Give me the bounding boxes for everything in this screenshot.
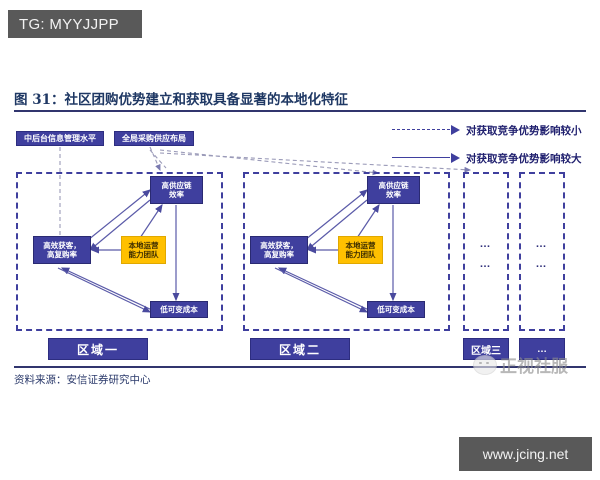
title-divider (14, 110, 586, 112)
figure-source: 资料来源：安信证券研究中心 (14, 374, 151, 386)
region-frame-3 (463, 172, 509, 331)
solid-arrow-icon (392, 153, 460, 163)
region-frame-4 (519, 172, 565, 331)
region-label-4[interactable]: … (519, 338, 565, 360)
region-frame-1 (16, 172, 223, 331)
node-label-line2: 能力团队 (128, 250, 159, 259)
node-label-line2: 能力团队 (345, 250, 376, 259)
node-label-line1: 高供应链 (378, 180, 409, 190)
node-label-line2: 效率 (169, 190, 184, 199)
node-local-ops-team-2[interactable]: 本地运营 能力团队 (338, 236, 383, 264)
region-3-placeholder-1: … (479, 238, 493, 250)
node-label-line1: 高供应链 (161, 180, 192, 190)
region-3-placeholder-2: … (479, 258, 493, 270)
node-low-variable-cost-1[interactable]: 低可变成本 (150, 301, 208, 318)
telegram-badge: TG: MYYJJPP (8, 10, 142, 38)
url-badge: www.jcing.net (459, 437, 592, 471)
region-label-4-text: … (537, 343, 547, 355)
node-low-variable-cost-2[interactable]: 低可变成本 (367, 301, 425, 318)
top-box-backoffice-label: 中后台信息管理水平 (24, 134, 96, 143)
figure-title: 图 31：社区团购优势建立和获取具备显著的本地化特征 (14, 92, 348, 108)
node-local-ops-team-1[interactable]: 本地运营 能力团队 (121, 236, 166, 264)
node-label-line1: 高效获客， (260, 240, 298, 250)
node-customer-acquisition-1[interactable]: 高效获客， 高复购率 (33, 236, 91, 264)
region-label-3-text: 区域三 (471, 345, 501, 357)
region-frame-2 (243, 172, 450, 331)
legend-item-weak: 对获取竞争优势影响较小 (392, 120, 582, 140)
legend-item-strong-label: 对获取竞争优势影响较大 (466, 152, 582, 165)
wechat-logo-icon (473, 354, 497, 375)
top-box-backoffice[interactable]: 中后台信息管理水平 (16, 131, 104, 146)
region-4-placeholder-1: … (535, 238, 549, 250)
region-label-1-text: 区域一 (76, 342, 119, 357)
footer-divider (14, 366, 586, 368)
node-label: 低可变成本 (160, 304, 198, 314)
node-label-line1: 本地运营 (128, 240, 159, 250)
node-supply-efficiency-1[interactable]: 高供应链 效率 (150, 176, 203, 204)
region-label-2-text: 区域二 (278, 342, 321, 357)
region-4-placeholder-2: … (535, 258, 549, 270)
node-label-line1: 高效获客， (43, 240, 81, 250)
legend-item-weak-label: 对获取竞争优势影响较小 (466, 124, 582, 137)
node-label-line2: 效率 (386, 190, 401, 199)
node-supply-efficiency-2[interactable]: 高供应链 效率 (367, 176, 420, 204)
dashed-arrow-icon (392, 125, 460, 135)
node-customer-acquisition-2[interactable]: 高效获客， 高复购率 (250, 236, 308, 264)
top-box-procurement[interactable]: 全局采购供应布局 (114, 131, 194, 146)
watermark: 正视社服 (473, 352, 568, 377)
region-label-2[interactable]: 区域二 (250, 338, 350, 360)
node-label: 低可变成本 (377, 304, 415, 314)
legend-item-strong: 对获取竞争优势影响较大 (392, 148, 582, 168)
watermark-text: 正视社服 (500, 357, 568, 377)
node-label-line1: 本地运营 (345, 240, 376, 250)
node-label-line2: 高复购率 (47, 250, 77, 259)
legend: 对获取竞争优势影响较小 对获取竞争优势影响较大 (392, 120, 582, 176)
node-label-line2: 高复购率 (264, 250, 294, 259)
top-box-procurement-label: 全局采购供应布局 (122, 134, 186, 143)
region-label-1[interactable]: 区域一 (48, 338, 148, 360)
